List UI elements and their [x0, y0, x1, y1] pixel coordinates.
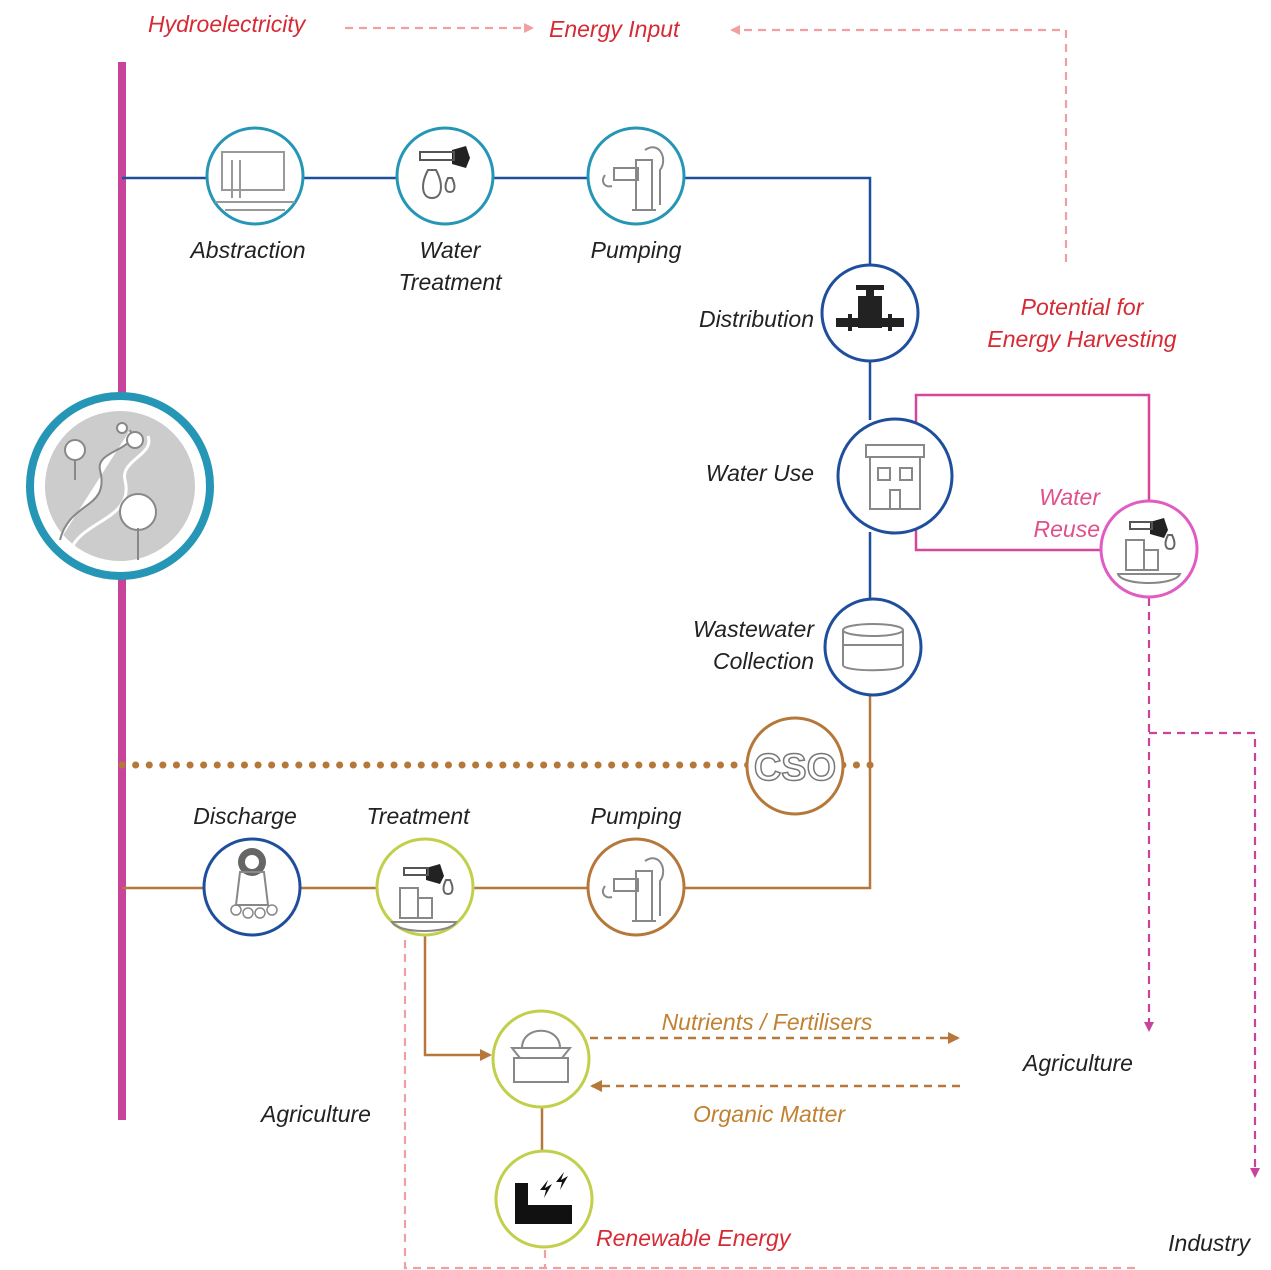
energy-harvest-feedback-line [730, 25, 1068, 262]
wastewater-collection-node [823, 597, 923, 697]
wastewater-line [122, 695, 872, 890]
organic-matter-label: Organic Matter [693, 1101, 846, 1127]
distribution-node [820, 263, 920, 363]
water-treatment-label-2: Treatment [398, 269, 503, 295]
tank-icon [842, 623, 904, 672]
treatment-node [375, 837, 475, 937]
water-treatment-label-1: Water [420, 237, 482, 263]
renewable-energy-label: Renewable Energy [596, 1225, 792, 1251]
wastewater-label-2: Collection [713, 648, 814, 674]
discharge-node [202, 837, 302, 937]
reuse-to-industry-arrow [1149, 731, 1260, 1178]
treatment-to-industry-line [403, 940, 1140, 1270]
cso-text-icon: CSO [754, 747, 836, 789]
pumping-top-label: Pumping [591, 237, 682, 263]
abstraction-node [205, 126, 305, 226]
tap-droplets-icon [419, 146, 470, 200]
river-landscape-icon [59, 422, 157, 560]
energy-harvesting-label-1: Potential for [1021, 294, 1145, 320]
water-treatment-node [395, 126, 495, 226]
pump-icon-bottom [602, 857, 665, 922]
discharge-label: Discharge [193, 803, 297, 829]
water-use-node [836, 417, 954, 535]
energy-input-label: Energy Input [549, 16, 681, 42]
nutrients-label: Nutrients / Fertilisers [662, 1009, 873, 1035]
factory-energy-icon [515, 1172, 572, 1224]
pumping-bottom-label: Pumping [591, 803, 682, 829]
digester-icon [509, 1029, 573, 1083]
energy-harvesting-label-2: Energy Harvesting [987, 326, 1176, 352]
renewable-energy-node [494, 1149, 594, 1249]
hydroelectricity-label: Hydroelectricity [148, 11, 307, 37]
sludge-line [423, 935, 492, 1061]
pumping-top-node [586, 126, 686, 226]
abstraction-intake-icon [215, 151, 295, 211]
outfall-discharge-icon [230, 848, 278, 919]
distribution-label: Distribution [699, 306, 814, 332]
wastewater-label-1: Wastewater [693, 616, 815, 642]
valve-pipe-icon [836, 285, 904, 331]
pump-icon [602, 146, 665, 211]
digester-node [491, 1009, 591, 1109]
reuse-treatment-icon [1116, 518, 1182, 584]
agriculture-left-label: Agriculture [259, 1101, 371, 1127]
water-supply-line [122, 176, 872, 265]
water-use-label: Water Use [706, 460, 814, 486]
abstraction-label: Abstraction [188, 237, 305, 263]
house-icon [865, 444, 925, 510]
water-reuse-label-2: Reuse [1034, 516, 1100, 542]
water-reuse-node [1099, 499, 1199, 599]
industry-label: Industry [1168, 1230, 1251, 1256]
treatment-plant-icon [390, 864, 458, 932]
pumping-bottom-node [586, 837, 686, 937]
agriculture-right-label: Agriculture [1021, 1050, 1133, 1076]
cso-node: CSO [745, 716, 845, 816]
water-reuse-label-1: Water [1039, 484, 1101, 510]
river-node [26, 392, 214, 580]
treatment-label: Treatment [366, 803, 471, 829]
